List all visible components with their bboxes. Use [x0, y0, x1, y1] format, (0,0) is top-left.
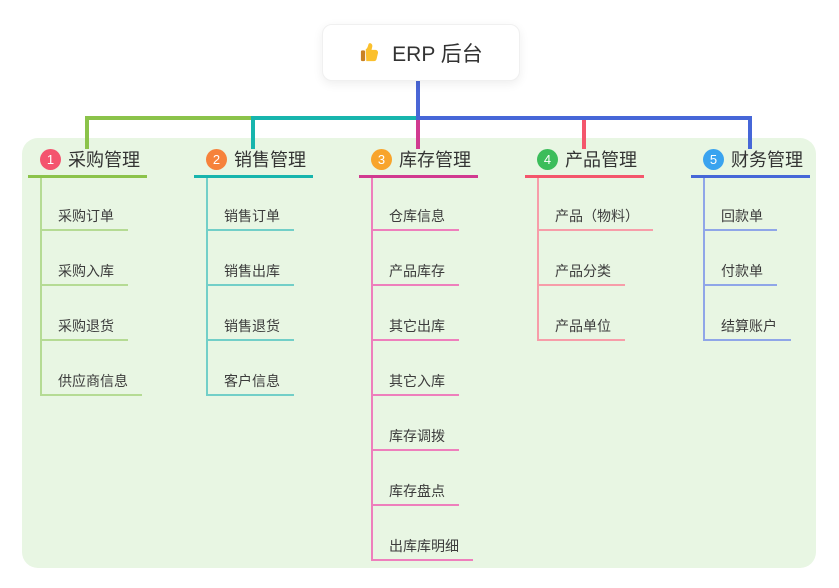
branch-node-3[interactable]: 3 库存管理: [359, 147, 478, 178]
child-node[interactable]: 销售出库: [206, 260, 294, 286]
branch-subtree-line-1: [40, 178, 42, 396]
branch-badge-2: 2: [206, 148, 227, 170]
child-node[interactable]: 付款单: [703, 260, 777, 286]
child-node[interactable]: 供应商信息: [40, 370, 142, 396]
child-node[interactable]: 结算账户: [703, 315, 791, 341]
branch-badge-4: 4: [537, 148, 558, 170]
branch-label-text: 销售管理: [234, 150, 306, 170]
child-node[interactable]: 回款单: [703, 205, 777, 231]
branch-node-5[interactable]: 5 财务管理: [691, 147, 810, 178]
connector-root-drop: [416, 81, 420, 120]
child-node[interactable]: 采购订单: [40, 205, 128, 231]
child-node[interactable]: 出库库明细: [371, 535, 473, 561]
child-node[interactable]: 客户信息: [206, 370, 294, 396]
branch-label-text: 库存管理: [399, 150, 471, 170]
connector-branch-drop-2: [251, 116, 255, 149]
branch-subtree-line-2: [206, 178, 208, 396]
branch-subtree-line-4: [537, 178, 539, 341]
branch-subtree-line-3: [371, 178, 373, 561]
connector-rail-segment-3: [416, 116, 752, 120]
branch-label-text: 财务管理: [731, 150, 803, 170]
connector-branch-drop-3: [416, 120, 420, 149]
connector-rail-segment-2: [251, 116, 420, 120]
child-node[interactable]: 其它入库: [371, 370, 459, 396]
child-node[interactable]: 库存调拨: [371, 425, 459, 451]
branch-label-text: 产品管理: [565, 150, 637, 170]
connector-branch-drop-5: [748, 116, 752, 149]
root-node[interactable]: ERP 后台: [322, 24, 520, 81]
child-node[interactable]: 产品分类: [537, 260, 625, 286]
branch-node-1[interactable]: 1 采购管理: [28, 147, 147, 178]
child-node[interactable]: 产品（物料）: [537, 205, 653, 231]
child-node[interactable]: 采购退货: [40, 315, 128, 341]
child-node[interactable]: 销售退货: [206, 315, 294, 341]
branch-badge-3: 3: [371, 148, 392, 170]
child-node[interactable]: 销售订单: [206, 205, 294, 231]
child-node[interactable]: 仓库信息: [371, 205, 459, 231]
branch-badge-1: 1: [40, 148, 61, 170]
child-node[interactable]: 产品库存: [371, 260, 459, 286]
thumbs-up-icon: [361, 43, 379, 62]
connector-branch-drop-4: [582, 120, 586, 149]
branches-panel: [22, 138, 816, 568]
root-node-label: ERP 后台: [392, 42, 483, 66]
branch-label-text: 采购管理: [68, 150, 140, 170]
child-node[interactable]: 其它出库: [371, 315, 459, 341]
branch-badge-5: 5: [703, 148, 724, 170]
branch-node-4[interactable]: 4 产品管理: [525, 147, 644, 178]
child-node[interactable]: 产品单位: [537, 315, 625, 341]
connector-rail-segment-1: [85, 116, 253, 120]
branch-subtree-line-5: [703, 178, 705, 341]
connector-branch-drop-1: [85, 116, 89, 149]
branch-node-2[interactable]: 2 销售管理: [194, 147, 313, 178]
child-node[interactable]: 库存盘点: [371, 480, 459, 506]
child-node[interactable]: 采购入库: [40, 260, 128, 286]
